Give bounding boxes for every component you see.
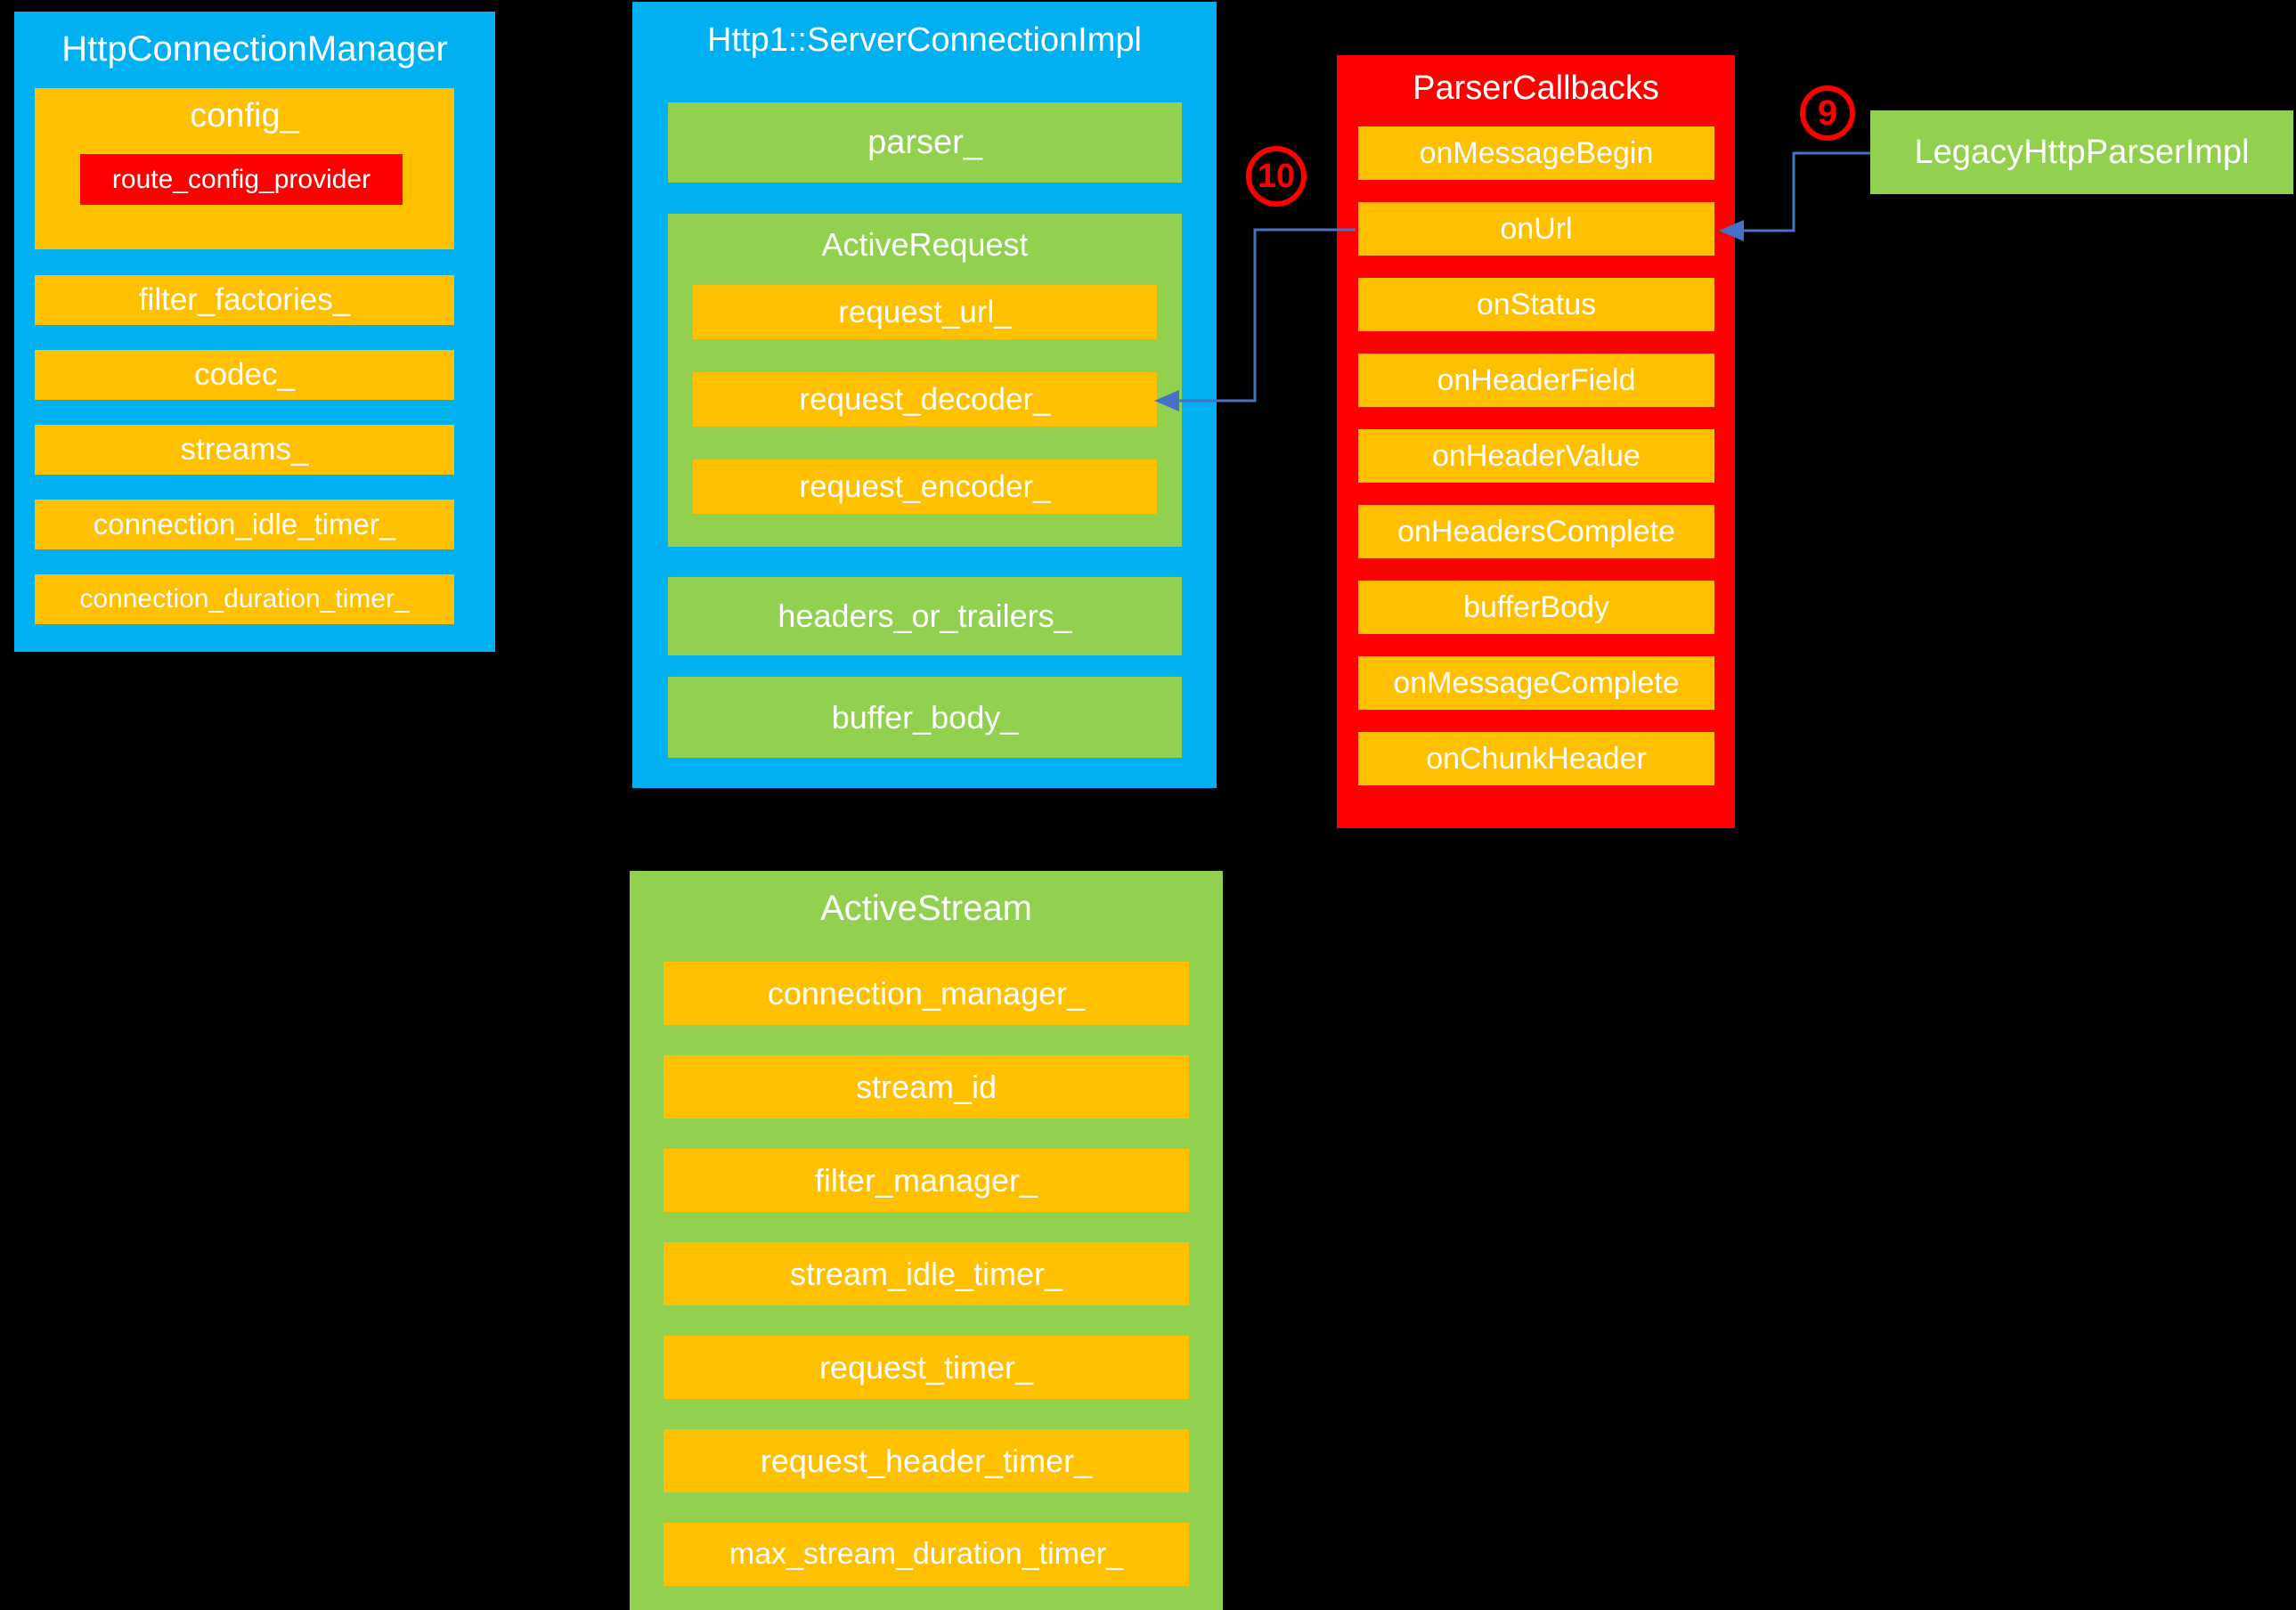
field-config: config_ route_config_provider — [35, 88, 454, 249]
http-connection-manager-field: connection_duration_timer_ — [35, 574, 454, 624]
box-parser-callbacks: ParserCallbacks onMessageBegin onUrl onSta… — [1337, 55, 1735, 828]
parser-callback-method: onHeaderValue — [1358, 429, 1714, 483]
active-stream-field: filter_manager_ — [664, 1149, 1189, 1212]
active-request-title: ActiveRequest — [821, 226, 1029, 263]
field-route-config-provider: route_config_provider — [80, 154, 403, 205]
parser-callbacks-methods: onMessageBegin onUrl onStatus onHeaderField… — [1358, 126, 1714, 785]
active-stream-title: ActiveStream — [820, 889, 1032, 928]
parser-callback-method: onHeaderField — [1358, 354, 1714, 407]
box-legacy-http-parser-impl: LegacyHttpParserImpl — [1870, 110, 2293, 194]
active-stream-field: max_stream_duration_timer_ — [664, 1523, 1189, 1586]
box-active-request: ActiveRequest request_url_ request_decode… — [668, 214, 1182, 547]
field-headers-or-trailers: headers_or_trailers_ — [668, 577, 1182, 655]
active-request-field: request_url_ — [693, 285, 1157, 339]
server-connection-impl-title: Http1::ServerConnectionImpl — [707, 21, 1142, 59]
http-connection-manager-fields: filter_factories_ codec_ streams_ connectio… — [35, 275, 454, 624]
step-10-number: 10 — [1257, 158, 1296, 195]
active-stream-fields: connection_manager_ stream_id filter_manag… — [664, 962, 1189, 1586]
box-active-stream: ActiveStream connection_manager_ stream_i… — [630, 871, 1223, 1610]
active-stream-field: request_header_timer_ — [664, 1429, 1189, 1492]
parser-callback-method: onMessageBegin — [1358, 126, 1714, 180]
config-label: config_ — [190, 97, 299, 134]
field-buffer-body: buffer_body_ — [668, 677, 1182, 758]
active-request-fields: request_url_ request_decoder_ request_enco… — [693, 285, 1157, 514]
parser-callback-method: onStatus — [1358, 278, 1714, 331]
active-stream-field: connection_manager_ — [664, 962, 1189, 1025]
box-http-connection-manager: HttpConnectionManager config_ route_conf… — [14, 12, 495, 652]
parser-callbacks-title: ParserCallbacks — [1413, 69, 1659, 107]
active-request-field: request_decoder_ — [693, 372, 1157, 427]
field-parser: parser_ — [668, 102, 1182, 183]
parser-callback-method: onMessageComplete — [1358, 656, 1714, 710]
http-connection-manager-field: streams_ — [35, 425, 454, 475]
active-stream-field: request_timer_ — [664, 1336, 1189, 1399]
http-connection-manager-field: codec_ — [35, 350, 454, 400]
parser-callback-method: onChunkHeader — [1358, 732, 1714, 785]
parser-callback-method: bufferBody — [1358, 581, 1714, 634]
parser-callback-method: onUrl — [1358, 202, 1714, 256]
http-connection-manager-field: filter_factories_ — [35, 275, 454, 325]
http-connection-manager-title: HttpConnectionManager — [61, 29, 448, 69]
active-stream-field: stream_idle_timer_ — [664, 1242, 1189, 1305]
arrow-legacy-parser-to-onurl — [1742, 151, 1870, 232]
step-9-badge: 9 — [1800, 85, 1855, 141]
step-10-badge: 10 — [1246, 146, 1307, 207]
active-stream-field: stream_id — [664, 1055, 1189, 1118]
active-request-field: request_encoder_ — [693, 459, 1157, 514]
step-9-number: 9 — [1817, 94, 1838, 133]
parser-callback-method: onHeadersComplete — [1358, 505, 1714, 558]
http-connection-manager-field: connection_idle_timer_ — [35, 500, 454, 549]
box-server-connection-impl: Http1::ServerConnectionImpl parser_ Acti… — [632, 2, 1217, 788]
